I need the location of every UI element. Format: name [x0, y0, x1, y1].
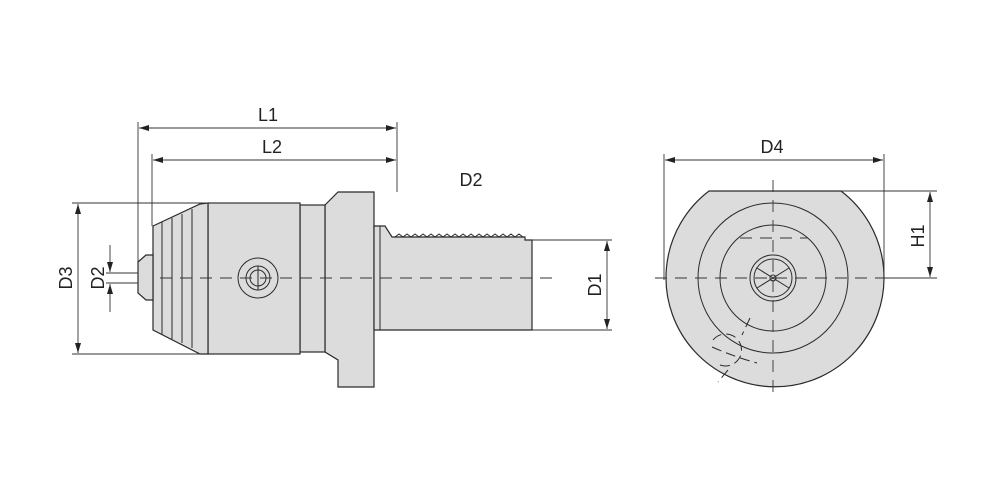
front-view: D4 H1	[655, 137, 937, 392]
flange	[324, 191, 375, 388]
hidden-screw-icon	[711, 317, 758, 383]
D2-note-label: D2	[459, 170, 482, 190]
chuck-body	[207, 202, 301, 355]
side-view: L1 L2 D2 D3 D2 D1	[56, 105, 612, 388]
collet-jaws	[137, 254, 154, 301]
D3-label: D3	[56, 266, 76, 289]
threaded-shank	[373, 225, 533, 331]
L2-label: L2	[262, 137, 282, 157]
thread-teeth	[394, 233, 524, 238]
chuck-neck	[299, 204, 326, 353]
chuck-cone	[152, 202, 209, 355]
D1-label: D1	[585, 273, 605, 296]
D4-label: D4	[760, 137, 783, 157]
D2-label: D2	[88, 266, 108, 289]
H1-label: H1	[908, 224, 928, 247]
flange-face	[665, 190, 885, 388]
L1-label: L1	[258, 105, 278, 125]
